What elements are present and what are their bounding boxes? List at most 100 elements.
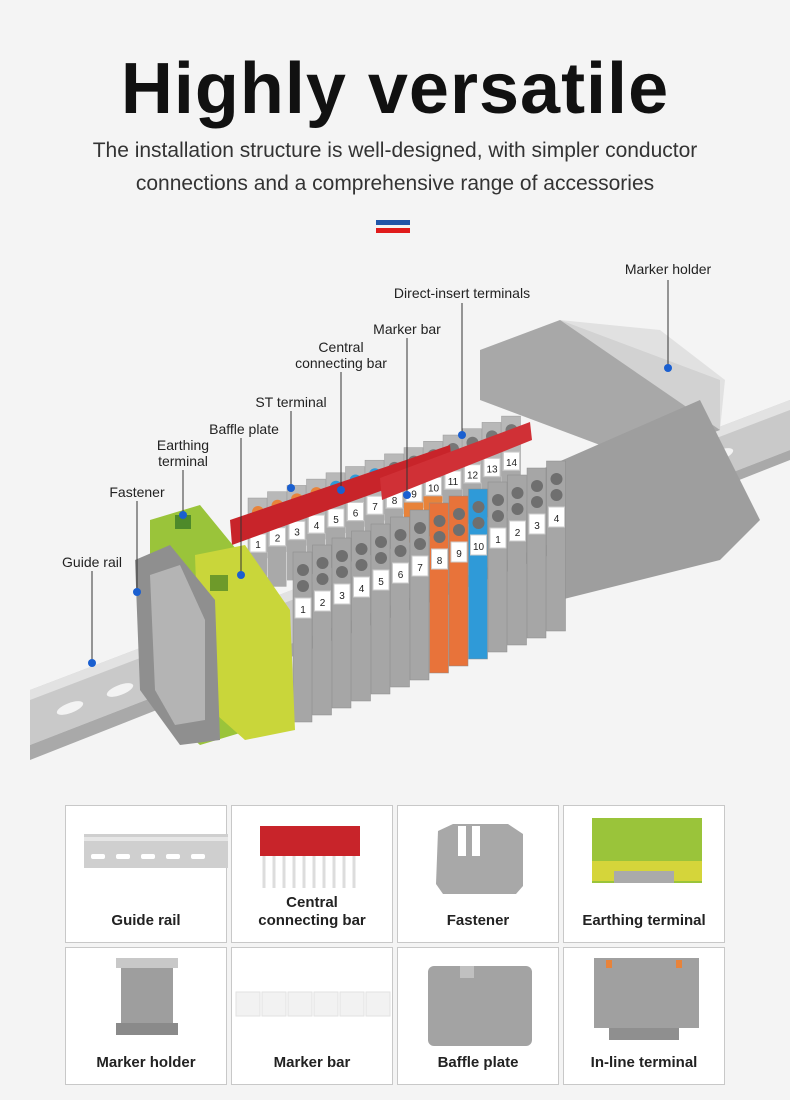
marker-number: 2 [320,598,326,609]
callout-text: connecting bar [295,355,387,371]
callout-direct-insert-terminals: Direct-insert terminals [393,285,531,301]
in-line-terminal-image [594,958,699,1040]
callout-guide-rail: Guide rail [62,554,122,570]
front-terminal: 8 [429,502,449,674]
accessory-label: Fastener [446,912,510,929]
label-line: Central [286,894,338,911]
callout-text: terminal [158,453,208,469]
fastener-shape [135,545,220,745]
callout-dot [664,364,672,372]
accessory-marker-bar[interactable]: Marker bar [231,947,393,1085]
front-terminal: 5 [370,523,391,695]
callout-dot [88,659,96,667]
callout-st-terminal: ST terminal [255,394,327,410]
accessory-label: Baffle plate [437,1054,519,1071]
front-terminal: 2 [312,544,332,716]
subtitle-line-1: The installation structure is well-desig… [92,139,698,162]
marker-number: 4 [314,521,320,532]
front-terminal: 9 [448,495,469,667]
marker-holder-image [116,958,178,1035]
marker-number: 2 [275,534,281,545]
marker-number: 4 [359,584,365,595]
callout-marker-holder: Marker holder [624,261,712,277]
callout-text: Earthing [156,437,210,453]
accessory-fastener[interactable]: Fastener [397,805,559,943]
marker-number: 8 [437,556,443,567]
accessory-label: Guide rail [111,912,181,929]
marker-number: 1 [255,540,261,551]
front-terminal: 1 [487,481,508,653]
callout-text: Central [318,339,364,355]
front-terminal: 7 [409,509,430,681]
marker-number: 9 [411,490,417,501]
callout-dot [133,588,141,596]
marker-number: 7 [417,563,423,574]
front-terminal: 2 [507,474,527,646]
marker-number: 8 [392,496,398,507]
accessory-guide-rail[interactable]: Guide rail [65,805,228,943]
marker-number: 14 [506,458,518,469]
marker-number: 6 [398,570,404,581]
accessory-label: Marker bar [273,1054,351,1071]
connecting-bar-image [260,826,360,888]
marker-number: 5 [378,577,384,588]
marker-number: 1 [495,535,501,546]
marker-number: 10 [428,483,440,494]
front-terminal: 3 [331,537,352,709]
subtitle: The installation structure is well-desig… [0,134,790,200]
callout-central-connecting-bar: Central connecting bar [295,339,387,371]
callout-marker-bar: Marker bar [373,321,441,337]
marker-number: 7 [372,502,378,513]
page-title: Highly versatile [120,49,670,129]
accessory-in-line-terminal[interactable]: In-line terminal [563,947,725,1085]
callout-dot [287,484,295,492]
earthing-terminal-image [592,818,702,883]
marker-bar-image [235,991,391,1017]
front-terminal: 1 [292,551,313,723]
accessory-label: Marker holder [96,1054,196,1071]
accessory-baffle-plate[interactable]: Baffle plate [397,947,559,1085]
callout-fastener: Fastener [109,484,165,500]
front-terminal: 10 [468,488,488,660]
marker-holder-shape [480,320,760,600]
marker-number: 3 [339,591,345,602]
callout-dot [337,486,345,494]
label-line: connecting bar [258,912,366,929]
marker-number: 3 [534,521,540,532]
guide-rail-image [84,834,228,868]
marker-number: 12 [467,471,479,482]
marker-number: 3 [294,527,300,538]
marker-number: 5 [333,515,339,526]
baffle-plate-image [428,966,532,1046]
callout-baffle-plate: Baffle plate [209,421,279,437]
front-terminal: 3 [526,467,547,639]
central-connecting-bars [230,422,532,545]
marker-number: 9 [456,549,462,560]
callout-earthing-terminal: Earthing terminal [157,437,209,469]
front-terminal: 6 [390,516,410,688]
accessory-label: Earthing terminal [582,912,706,929]
marker-number: 1 [300,605,306,616]
front-terminal: 4 [351,530,371,702]
fastener-image [436,824,523,894]
callout-dot [403,491,411,499]
subtitle-line-2: connections and a comprehensive range of… [135,172,655,195]
marker-number: 2 [515,528,521,539]
callout-dot [458,431,466,439]
marker-number: 6 [353,509,359,520]
marker-number: 11 [448,477,459,488]
callout-dot [179,511,187,519]
marker-number: 13 [486,464,498,475]
accessory-marker-holder[interactable]: Marker holder [65,947,227,1085]
front-terminal: 4 [546,460,566,632]
marker-number: 4 [554,514,560,525]
accessory-label: In-line terminal [590,1054,698,1071]
callout-dot [237,571,245,579]
flag-divider-icon [376,220,410,233]
accessory-earthing-terminal[interactable]: Earthing terminal [563,805,725,943]
marker-number: 10 [473,542,485,553]
